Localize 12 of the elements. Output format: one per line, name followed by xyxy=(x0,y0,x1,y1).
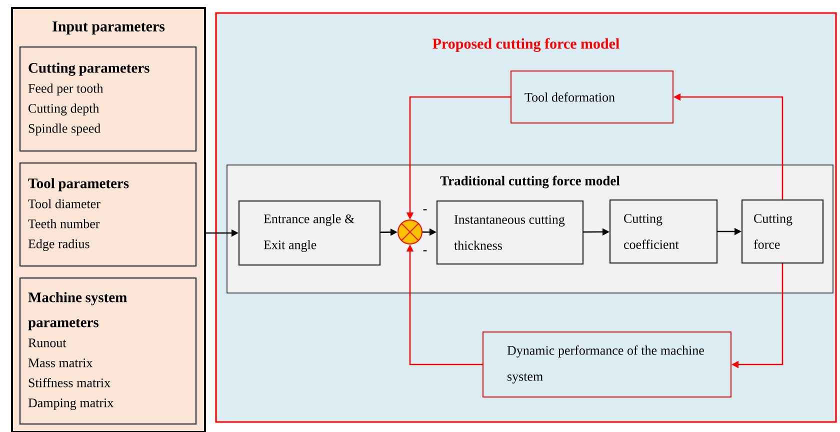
minus-sign: - xyxy=(423,209,427,210)
summing-junction xyxy=(398,220,422,244)
feedback-box: Tool deformation xyxy=(510,70,674,124)
minus-sign: - xyxy=(423,250,427,252)
process-box: Cutting coefficient xyxy=(610,200,718,264)
process-box: Cutting force xyxy=(742,200,824,264)
parameter-box: Machine system parameters Runout Mass matrix Stiffness matrix Damping matrix xyxy=(20,278,196,424)
process-box: Entrance angle & Exit angle xyxy=(238,200,380,266)
process-box: Instantaneous cutting thickness xyxy=(436,200,584,264)
parameter-box: Tool parameters Tool diameter Teeth number Edge radius xyxy=(20,162,196,266)
parameter-box: Cutting parameters Feed per tooth Cutting depth Spindle speed xyxy=(20,46,196,152)
feedback-box: Dynamic performance of the machine system xyxy=(482,332,732,398)
